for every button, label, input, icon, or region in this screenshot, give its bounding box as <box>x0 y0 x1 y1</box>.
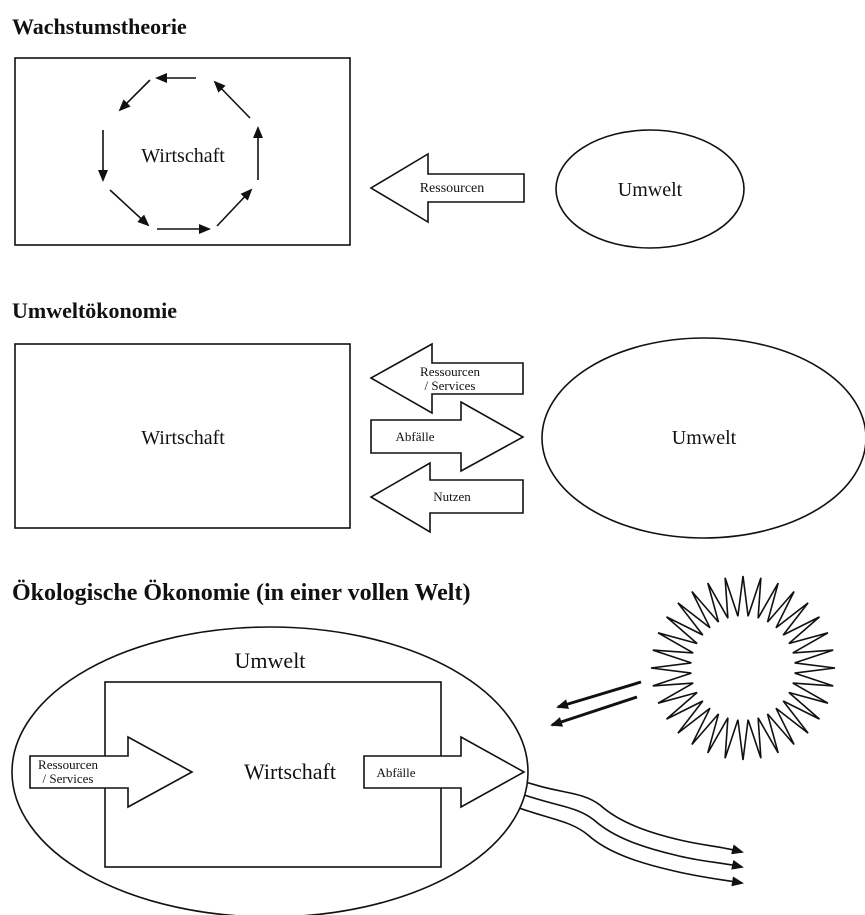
section2-waste-arrow <box>370 400 525 473</box>
section3-environment-label: Umwelt <box>235 648 306 673</box>
section1-environment-ellipse <box>555 129 745 249</box>
section2-economy-label: Wirtschaft <box>141 427 225 449</box>
section1-resources-label: Ressourcen <box>420 181 485 196</box>
section3-resources-arrow <box>29 735 194 809</box>
section3-waste-label: Abfälle <box>377 765 416 780</box>
cycle-arrow-top-right <box>213 80 251 119</box>
section1-economy-label: Wirtschaft <box>141 145 225 167</box>
section2-resources-label-line2: / Services <box>425 378 476 393</box>
sun-radiation-arrow-1 <box>556 680 642 709</box>
section1-title: Wachstumstheorie <box>12 14 187 39</box>
cycle-arrow-bottom-left <box>109 189 150 227</box>
section2-waste-label: Abfälle <box>396 429 435 444</box>
sun-icon <box>650 575 836 761</box>
section1-resources-arrow <box>369 152 525 224</box>
section3-resources-label-line2: / Services <box>43 771 94 786</box>
heat-wave-arrow-1 <box>513 777 744 855</box>
heat-wave-arrow-2 <box>509 789 744 870</box>
heat-wave-arrow-3 <box>504 802 744 887</box>
section1-economy-box <box>14 57 351 246</box>
section2-environment-label: Umwelt <box>672 427 737 449</box>
sun-radiation-arrow-2 <box>550 695 638 727</box>
section2-resources-label-line1: Ressourcen <box>420 364 480 379</box>
section3-waste-arrow <box>363 735 526 809</box>
section2-resources-arrow <box>369 342 524 415</box>
section3-resources-label-line1: Ressourcen <box>38 757 98 772</box>
section2-environment-ellipse <box>541 337 865 539</box>
heat-outflow-arrows <box>504 777 744 887</box>
section3-economy-label: Wirtschaft <box>244 759 336 784</box>
section2-economy-box <box>14 343 351 529</box>
section3-title: Ökologische Ökonomie (in einer vollen We… <box>12 580 470 606</box>
cycle-arrow-bottom-right <box>216 188 253 227</box>
section1-environment-label: Umwelt <box>618 179 683 201</box>
section2-benefit-arrow <box>369 461 524 534</box>
circular-flow-arrows <box>98 73 263 234</box>
cycle-arrow-top-left <box>118 79 151 112</box>
section2-title: Umweltökonomie <box>12 298 177 323</box>
section2-benefit-label: Nutzen <box>433 489 471 504</box>
